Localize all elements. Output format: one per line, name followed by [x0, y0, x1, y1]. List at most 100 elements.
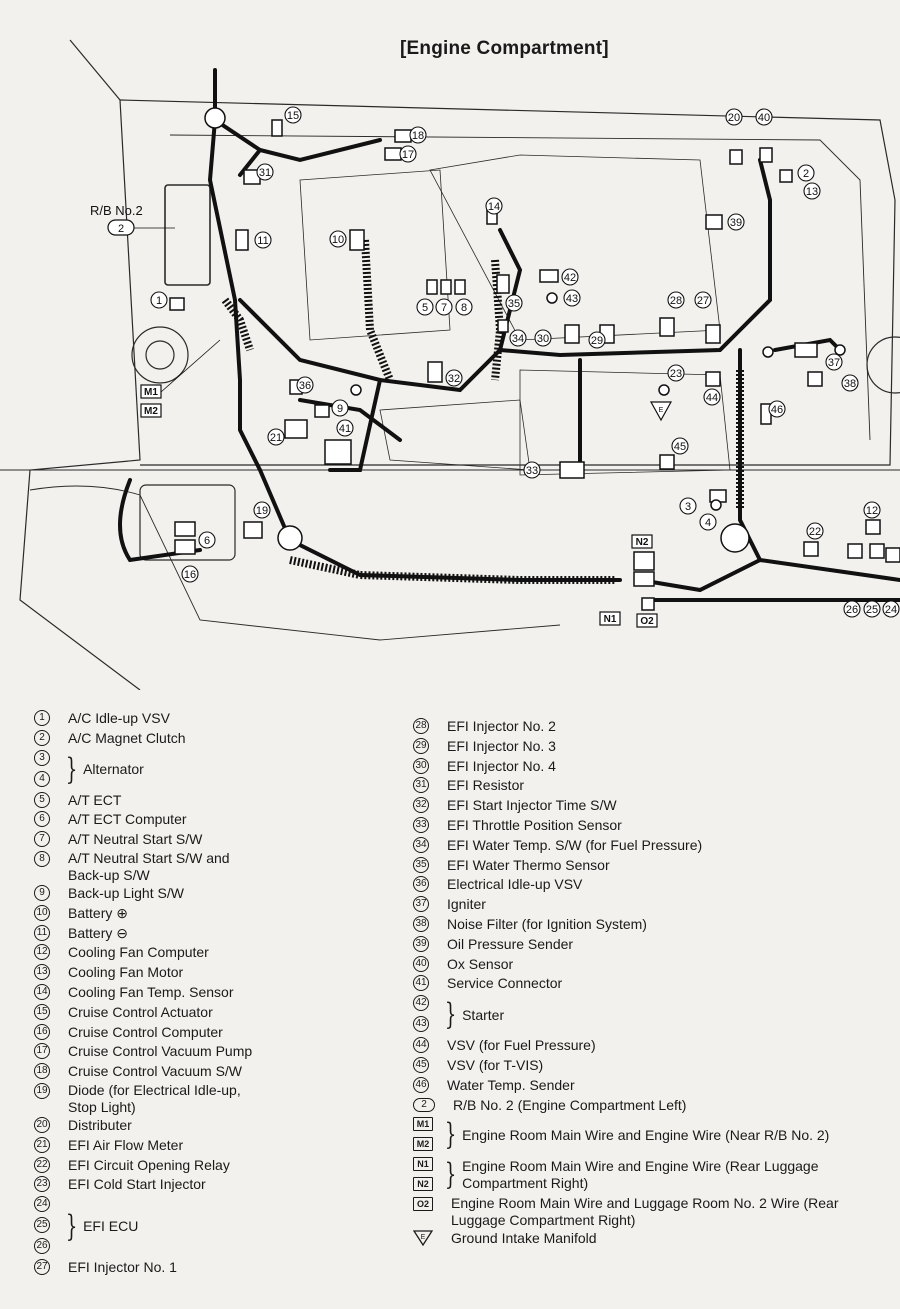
svg-text:31: 31 [259, 167, 271, 179]
legend-number: 28 [413, 718, 429, 734]
svg-text:6: 6 [204, 535, 210, 547]
legend-label: Diode (for Electrical Idle-up, Stop Ligh… [68, 1081, 241, 1115]
callout-44: 44 [703, 388, 721, 406]
svg-text:10: 10 [332, 234, 344, 246]
ect-computer-housing [139, 484, 236, 561]
svg-text:19: 19 [256, 505, 268, 517]
legend-label: EFI Injector No. 2 [447, 718, 556, 734]
svg-text:32: 32 [448, 373, 460, 385]
callout-1: 1 [150, 291, 168, 309]
legend-label: VSV (for Fuel Pressure) [447, 1037, 596, 1054]
legend-number: O2 [413, 1197, 433, 1212]
callout-45: 45 [671, 437, 689, 455]
legend-label: EFI Throttle Position Sensor [447, 816, 622, 833]
wiring-diagram: 15 18 17 31 20 40 2 13 14 39 11 10 42 43… [0, 39, 900, 690]
tag-n1: N1 [599, 611, 621, 626]
legend-item: 40 Ox Sensor [413, 955, 893, 975]
legend-number: 17 [34, 1043, 50, 1060]
legend-number: 25 [34, 1217, 50, 1234]
legend-number: 26 [34, 1238, 50, 1255]
svg-text:41: 41 [339, 423, 351, 435]
legend-label: Starter [462, 1006, 505, 1023]
callout-4: 4 [699, 513, 717, 531]
legend-label: Ox Sensor [447, 955, 514, 972]
svg-text:12: 12 [866, 505, 878, 517]
svg-text:20: 20 [728, 112, 740, 124]
left-strut-mount [131, 326, 189, 384]
legend-label: Cooling Fan Computer [68, 944, 209, 961]
svg-text:13: 13 [806, 186, 818, 198]
svg-text:4: 4 [705, 517, 711, 529]
legend-label: EFI Water Thermo Sensor [447, 856, 610, 873]
legend-number: 6 [34, 811, 50, 828]
callout-30: 30 [534, 329, 552, 347]
legend-number: 29 [413, 737, 429, 754]
legend-number: 42 [413, 995, 429, 1012]
right-strut-mount [866, 336, 900, 394]
callout-42: 42 [561, 268, 579, 286]
callout-32: 32 [445, 369, 463, 387]
legend-number: 22 [34, 1156, 50, 1173]
legend-label: Oil Pressure Sender [447, 935, 574, 952]
legend-label: EFI Injector No. 1 [68, 1259, 177, 1276]
rb-no2-label: R/B No.2 2 [90, 203, 175, 236]
legend-number: 15 [34, 1003, 50, 1020]
legend-number: 46 [413, 1076, 429, 1093]
legend-item: 22 EFI Circuit Opening Relay [34, 1156, 414, 1176]
legend-number: 37 [413, 896, 429, 913]
tag-m1: M1 [140, 384, 162, 399]
legend-label: EFI Circuit Opening Relay [68, 1156, 230, 1173]
svg-text:43: 43 [566, 293, 578, 305]
legend-label: EFI Injector No. 3 [447, 737, 556, 754]
legend-label: Engine Room Main Wire and Engine Wire (R… [462, 1158, 819, 1192]
legend-number: 40 [413, 955, 429, 972]
svg-text:M1: M1 [144, 387, 158, 398]
callout-39: 39 [727, 213, 745, 231]
callout-13: 13 [803, 182, 821, 200]
callout-26: 26 [843, 600, 861, 618]
legend-number: 21 [34, 1136, 50, 1153]
legend-label: Electrical Idle-up VSV [447, 876, 583, 893]
svg-text:3: 3 [685, 501, 691, 513]
legend-number: 9 [34, 884, 50, 901]
svg-text:E: E [659, 407, 664, 414]
legend-number: 1 [34, 710, 50, 726]
svg-text:17: 17 [402, 149, 414, 161]
callout-37: 37 [825, 353, 843, 371]
svg-text:40: 40 [758, 112, 770, 124]
svg-text:25: 25 [866, 604, 878, 616]
callout-15: 15 [284, 106, 302, 124]
ground-marker: E [649, 401, 673, 422]
svg-text:30: 30 [537, 333, 549, 345]
svg-text:38: 38 [844, 378, 856, 390]
svg-text:N2: N2 [636, 537, 649, 548]
brace-icon: } [444, 1157, 457, 1193]
legend-label: EFI Cold Start Injector [68, 1176, 206, 1193]
svg-text:26: 26 [846, 604, 858, 616]
legend-label: Alternator [83, 761, 144, 778]
legend-label: VSV (for T-VIS) [447, 1056, 544, 1073]
legend-label: Cruise Control Actuator [68, 1003, 213, 1020]
connectors [169, 107, 900, 611]
callout-2: 2 [797, 164, 815, 182]
svg-text:35: 35 [508, 298, 520, 310]
svg-text:8: 8 [461, 302, 467, 314]
